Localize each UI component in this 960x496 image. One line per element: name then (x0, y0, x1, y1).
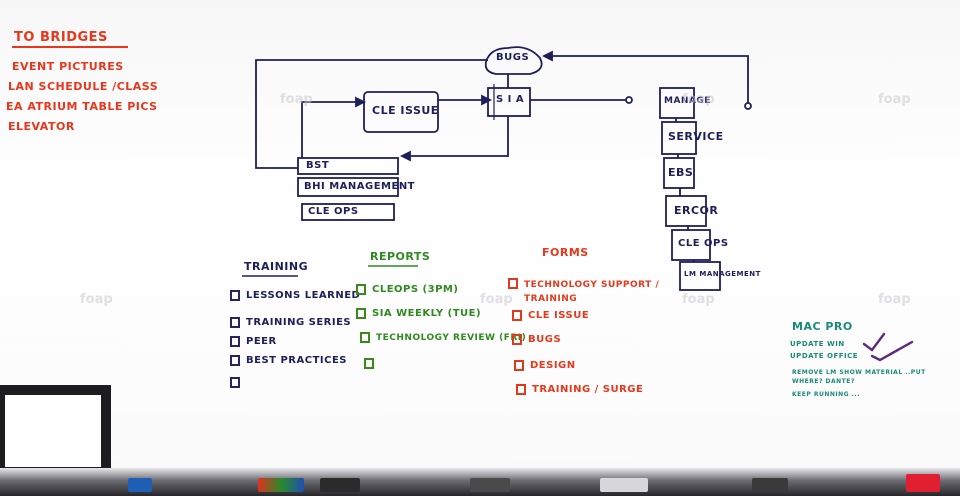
reports-title: Reports (370, 250, 431, 263)
todo-item-2: LAN Schedule /Class (8, 80, 159, 93)
watermark: foap (878, 92, 911, 107)
red-marker-icon (906, 474, 940, 492)
training-title: Training (244, 260, 309, 273)
watermark: foap (480, 292, 513, 307)
stack-item-2: SERVICE (668, 130, 724, 143)
training-item: Best Practices (230, 355, 347, 366)
todo-title-underline (12, 46, 128, 48)
training-item: Peer (230, 336, 277, 347)
reports-item (364, 358, 380, 369)
eraser-icon (600, 478, 648, 492)
bst-label: BST (306, 160, 330, 171)
marker-icon (752, 478, 788, 492)
mac-pro-item-3: Remove LM show material ..put where? Dan… (792, 369, 926, 385)
watermark: foap (280, 92, 313, 107)
todo-item-1: Event Pictures (12, 60, 124, 73)
marker-tray (0, 468, 960, 496)
sia-label: S I A (496, 94, 525, 105)
checkbox-icon (360, 332, 370, 343)
checkbox-icon (230, 355, 240, 366)
forms-item: Design (514, 360, 576, 371)
reports-item: SIA Weekly (TUE) (356, 308, 481, 319)
cle-issue-label: CLE ISSUE (372, 104, 439, 117)
marker-set-icon (258, 478, 304, 492)
bhi-management-label: BHI MANAGEMENT (304, 181, 416, 192)
checkbox-icon (512, 334, 522, 345)
training-item: Training Series (230, 317, 351, 328)
marker-icon (470, 478, 510, 492)
training-item: Lessons Learned (230, 290, 360, 301)
checkbox-icon (230, 336, 240, 347)
mac-pro-item-4: Keep running ... (792, 391, 860, 398)
forms-title: Forms (542, 246, 589, 259)
watermark: foap (878, 292, 911, 307)
checkbox-icon (516, 384, 526, 395)
stack-item-6: LM MANAGEMENT (684, 270, 761, 278)
stack-item-3: EBS (668, 166, 694, 179)
reports-item: CLEOPS (3pm) (356, 284, 458, 295)
forms-item: Technology Support / Training (508, 278, 664, 306)
checkbox-icon (230, 377, 240, 388)
stack-item-4: ERCOR (674, 204, 719, 217)
blue-marker-icon (128, 478, 152, 492)
checkbox-icon (356, 308, 366, 319)
training-item (230, 377, 246, 388)
reports-item: Technology Review (FRI) (360, 332, 526, 343)
todo-item-4: Elevator (8, 120, 75, 133)
checkbox-icon (364, 358, 374, 369)
forms-item: Bugs (512, 334, 561, 345)
watermark: foap (682, 92, 715, 107)
checkbox-icon (512, 310, 522, 321)
stack-item-5: CLE OPS (678, 238, 729, 249)
checkbox-icon (230, 290, 240, 301)
mac-pro-item-2: Update Office (790, 352, 859, 360)
mac-pro-title: MAC PRO (792, 320, 853, 333)
forms-item: CLE Issue (512, 310, 589, 321)
checkbox-icon (230, 317, 240, 328)
bugs-label: BUGS (496, 52, 530, 63)
stack-item-1: MANAGE (664, 96, 711, 106)
watermark: foap (682, 292, 715, 307)
checkbox-icon (356, 284, 366, 295)
cle-ops-label: CLE OPS (308, 206, 359, 217)
checkbox-icon (514, 360, 524, 371)
todo-title: To Bridges (14, 30, 108, 45)
watermark: foap (80, 292, 113, 307)
forms-item: Training / Surge (516, 384, 643, 395)
mac-pro-item-1: Update win (790, 340, 845, 348)
marker-icon (320, 478, 360, 492)
checkbox-icon (508, 278, 518, 289)
todo-item-3: EA Atrium Table Pics (6, 100, 158, 113)
